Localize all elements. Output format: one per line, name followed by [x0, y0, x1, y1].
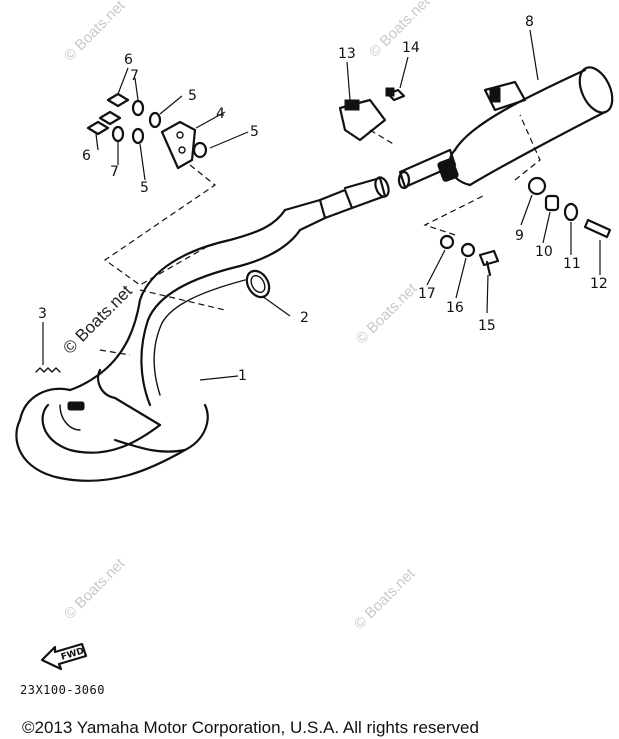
callout-9: 9 — [515, 228, 524, 244]
callout-17: 17 — [418, 286, 436, 302]
callout-6: 6 — [82, 148, 91, 164]
callout-7: 7 — [110, 164, 119, 180]
bracket-assembly — [86, 92, 208, 170]
callout-12: 12 — [590, 276, 608, 292]
spring — [35, 322, 61, 373]
watermark: © Boats.net — [366, 0, 434, 61]
assembly-line — [514, 114, 541, 181]
watermark: © Boats.net — [353, 280, 421, 348]
callout-2: 2 — [300, 310, 309, 326]
rear-bracket — [338, 56, 409, 142]
silencer — [397, 29, 614, 190]
gasket — [245, 269, 271, 299]
watermark: © Boats.net — [61, 0, 129, 65]
callout-5: 5 — [140, 180, 149, 196]
exhaust-pipe — [15, 176, 390, 482]
callout-8: 8 — [525, 14, 534, 30]
callout-16: 16 — [446, 300, 464, 316]
watermark: © Boats.net — [61, 555, 129, 623]
assembly-line — [423, 194, 486, 236]
assembly-line — [139, 289, 226, 311]
watermark: © Boats.net — [351, 565, 419, 633]
callout-15: 15 — [478, 318, 496, 334]
callout-13: 13 — [338, 46, 356, 62]
callout-6: 6 — [124, 52, 133, 68]
callout-10: 10 — [535, 244, 553, 260]
drawing-code: 23X100-3060 — [20, 683, 105, 697]
callout-11: 11 — [563, 256, 581, 272]
callout-4: 4 — [216, 106, 225, 122]
callout-5: 5 — [250, 124, 259, 140]
fwd-arrow-icon: FWD — [40, 642, 88, 671]
callout-3: 3 — [38, 306, 47, 322]
callout-14: 14 — [402, 40, 420, 56]
callout-7: 7 — [130, 68, 139, 84]
copyright-notice: ©2013 Yamaha Motor Corporation, U.S.A. A… — [22, 718, 479, 737]
pipe-bracket — [67, 401, 85, 411]
callout-5: 5 — [188, 88, 197, 104]
assembly-line — [99, 349, 131, 356]
assembly-line — [369, 129, 396, 146]
assembly-line — [103, 164, 217, 286]
callout-1: 1 — [238, 368, 247, 384]
lower-hardware — [439, 234, 500, 277]
mount-hardware — [527, 176, 612, 239]
